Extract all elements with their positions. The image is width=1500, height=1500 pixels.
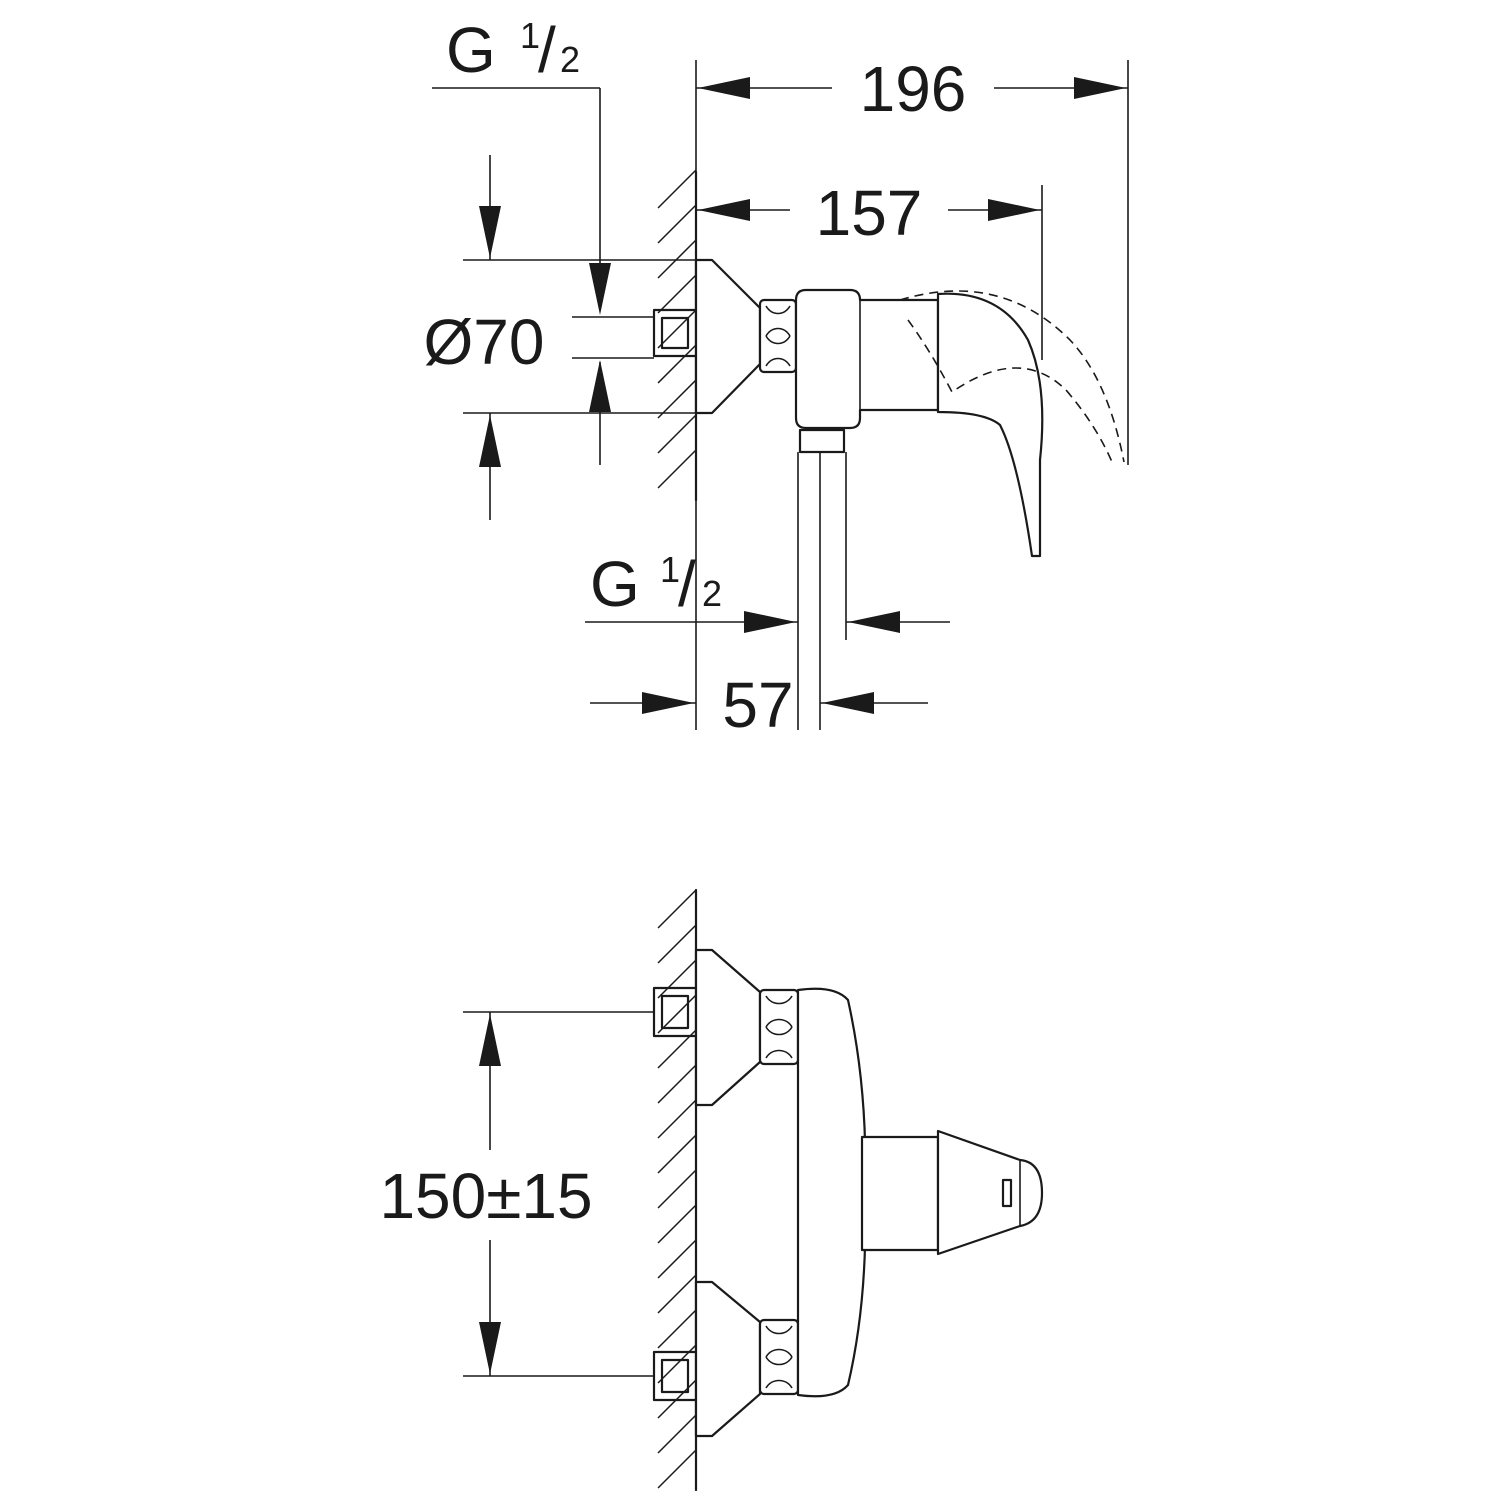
lever-front-mark (1001, 1178, 1013, 1208)
thread-inlet-arrow-bottom (589, 360, 611, 412)
lever-top (936, 292, 1044, 558)
mixer-body-top (794, 288, 940, 430)
nut-lower (758, 1318, 800, 1396)
mixer-body-front (796, 987, 867, 1398)
thread-outlet-arrow-right (848, 611, 900, 633)
dim-150-arrow-bottom (479, 1322, 501, 1374)
svg-text:1: 1 (660, 549, 680, 590)
dim-157-label: 157 (816, 177, 923, 249)
svg-text:2: 2 (702, 573, 722, 614)
dim-157-arrow-right (988, 199, 1040, 221)
nut-upper (758, 988, 800, 1066)
handle-stem-front (860, 1135, 940, 1252)
outlet-fitting-top (798, 428, 846, 454)
nut-detail-upper (765, 995, 793, 1059)
dim-57-label: 57 (722, 669, 793, 741)
svg-text:G: G (590, 548, 640, 620)
svg-text:1: 1 (520, 15, 540, 56)
svg-text:2: 2 (560, 39, 580, 80)
wall-hatch-top (657, 169, 697, 489)
dim-150-label: 150±15 (379, 1160, 592, 1232)
dim-57-arrow-left (642, 692, 694, 714)
nut-detail-lower (765, 1325, 793, 1389)
nut-detail-top (765, 305, 791, 367)
nut-top (758, 298, 798, 374)
inlet-fitting-top (652, 308, 698, 358)
thread-outlet-arrow-left (744, 611, 796, 633)
dim-196-arrow-left (698, 77, 750, 99)
flange-lower (694, 1280, 762, 1438)
svg-text:/: / (538, 14, 556, 86)
svg-text:/: / (678, 548, 696, 620)
lever-open-position-inner (907, 319, 1113, 463)
flange-top (694, 258, 762, 415)
dim-57-arrow-right (822, 692, 874, 714)
top-view: 196 157 Ø70 G 1 / 2 (424, 14, 1129, 741)
lever-open-position (899, 290, 1125, 463)
dim-d70-label: Ø70 (424, 306, 545, 378)
thread-inlet-arrow-top (589, 263, 611, 315)
dim-157-arrow-left (698, 199, 750, 221)
svg-text:G: G (446, 14, 496, 86)
thread-inlet-label: G 1 / 2 (446, 14, 580, 86)
dim-d70-arrow-top (479, 206, 501, 258)
inlet-fitting-lower (652, 1350, 698, 1402)
front-view: 150±15 (379, 888, 1044, 1492)
thread-outlet-label: G 1 / 2 (590, 548, 722, 620)
flange-upper (694, 948, 762, 1107)
lever-front (936, 1129, 1044, 1256)
dim-196-arrow-right (1074, 77, 1126, 99)
dim-d70-arrow-bottom (479, 415, 501, 467)
wall-hatch-front (657, 889, 697, 1489)
dim-196-label: 196 (860, 53, 967, 125)
dim-150-arrow-top (479, 1014, 501, 1066)
